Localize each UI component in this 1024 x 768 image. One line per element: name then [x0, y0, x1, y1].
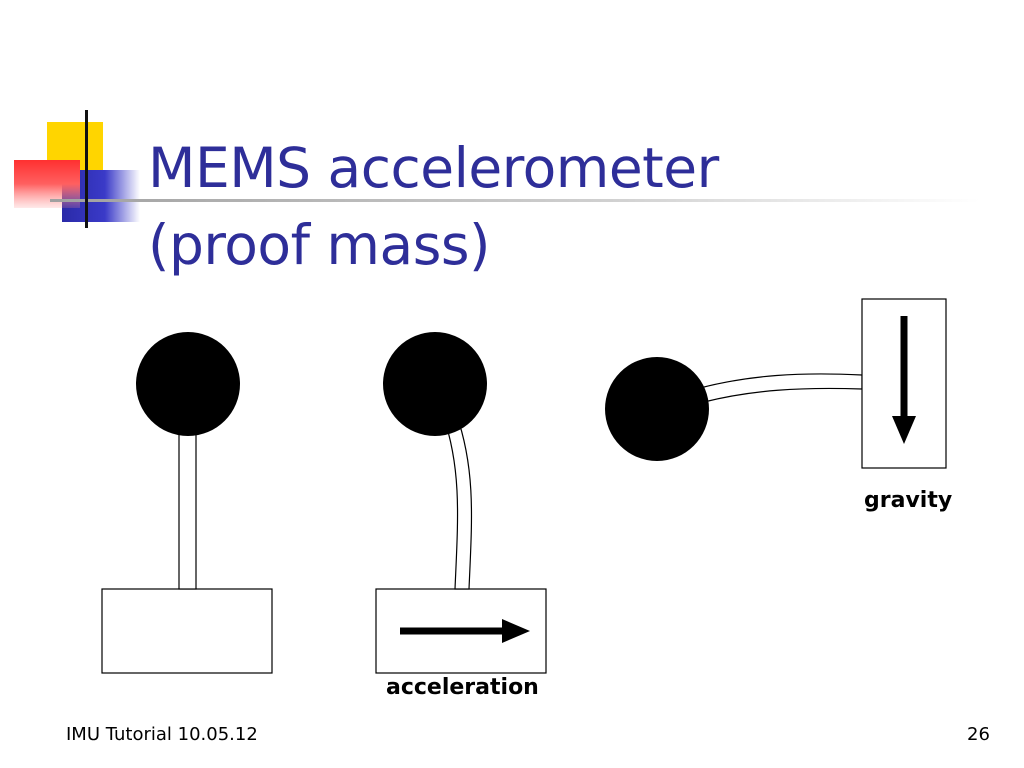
arrow-down-icon	[892, 316, 916, 444]
panel-gravity	[605, 298, 947, 469]
panel-acceleration	[375, 332, 547, 674]
footer-text: IMU Tutorial 10.05.12	[66, 724, 258, 745]
title-rule	[50, 199, 980, 202]
base-block	[101, 588, 273, 674]
proof-mass	[605, 357, 709, 461]
beam-bent	[442, 412, 473, 590]
arrow-right-icon	[400, 619, 530, 643]
gravity-label: gravity	[864, 488, 953, 513]
slide-title: MEMS accelerometer (proof mass)	[148, 130, 719, 284]
page-number: 26	[967, 724, 990, 745]
panel-at-rest	[101, 332, 273, 674]
proof-mass	[136, 332, 240, 436]
vertical-rule	[85, 110, 88, 228]
acceleration-label: acceleration	[386, 675, 539, 700]
beam-bent-horizontal	[699, 373, 863, 403]
proof-mass	[383, 332, 487, 436]
title-line-1: MEMS accelerometer	[148, 136, 719, 200]
corner-decoration	[14, 110, 980, 228]
title-line-2: (proof mass)	[148, 213, 490, 277]
beam-straight	[178, 419, 197, 590]
